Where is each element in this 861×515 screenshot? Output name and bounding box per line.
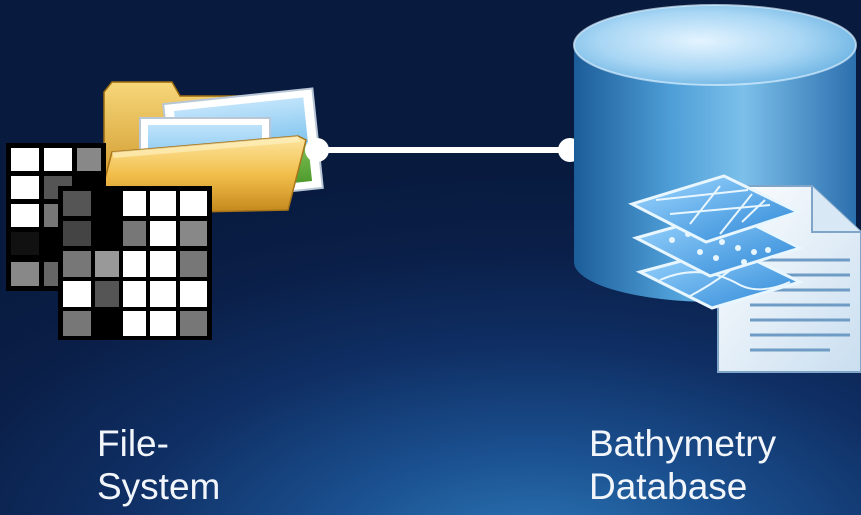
raster-grid-icon bbox=[6, 143, 212, 340]
database-label-line2: Database bbox=[589, 466, 748, 507]
file-system-label-line1: File- bbox=[97, 423, 169, 464]
file-system-label: File- System bbox=[97, 422, 220, 508]
bathymetry-database-label: Bathymetry Database bbox=[589, 422, 776, 508]
file-system-label-line2: System bbox=[97, 466, 221, 507]
map-layers-icon bbox=[628, 174, 805, 310]
folder-icon bbox=[95, 81, 324, 215]
connector-start-dot bbox=[305, 138, 329, 162]
file-system-node bbox=[6, 81, 324, 340]
database-node bbox=[573, 4, 861, 373]
connector-line bbox=[305, 138, 582, 162]
database-label-line1: Bathymetry bbox=[589, 423, 777, 464]
